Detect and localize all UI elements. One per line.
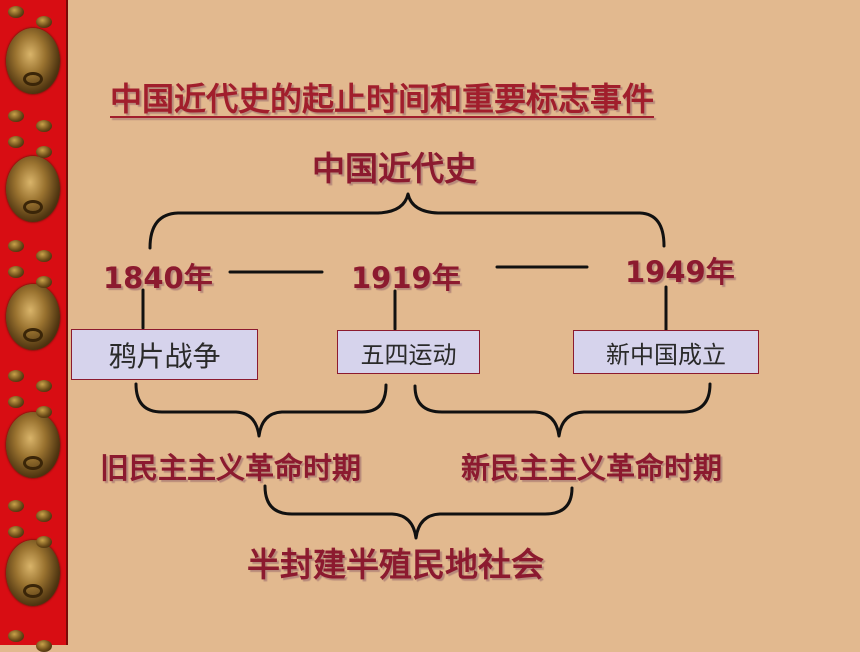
ornament-dot bbox=[8, 526, 24, 538]
lion-head-ornament bbox=[6, 284, 60, 350]
society-label: 半封建半殖民地社会 bbox=[247, 545, 544, 584]
ornament-dot bbox=[36, 250, 52, 262]
lion-head-ornament bbox=[6, 156, 60, 222]
ornament-dot bbox=[36, 146, 52, 158]
lion-head-ornament bbox=[6, 540, 60, 606]
top-brace bbox=[148, 192, 666, 250]
ornament-dot bbox=[36, 120, 52, 132]
period-new-democratic: 新民主主义革命时期 bbox=[461, 451, 723, 485]
slide-title: 中国近代史的起止时间和重要标志事件 bbox=[110, 80, 655, 118]
ornament-dot bbox=[36, 510, 52, 522]
period-old-democratic: 旧民主主义革命时期 bbox=[100, 451, 362, 485]
ornament-dot bbox=[8, 396, 24, 408]
label-modern-history: 中国近代史 bbox=[312, 149, 477, 188]
brace-society bbox=[263, 484, 574, 540]
ornament-dot bbox=[36, 406, 52, 418]
year-1949: 1949年 bbox=[625, 255, 735, 289]
brace-new-democratic bbox=[413, 382, 712, 438]
ornament-dot bbox=[36, 380, 52, 392]
ornament-dot bbox=[8, 240, 24, 252]
event-opium-war: 鸦片战争 bbox=[71, 329, 258, 380]
year-1840: 1840年 bbox=[103, 261, 213, 295]
event-new-china: 新中国成立 bbox=[573, 330, 759, 374]
year-1919: 1919年 bbox=[351, 261, 461, 295]
event-may-fourth: 五四运动 bbox=[337, 330, 480, 374]
ornament-dot bbox=[36, 276, 52, 288]
ornament-dot bbox=[8, 266, 24, 278]
ornament-dot bbox=[8, 500, 24, 512]
ornament-dot bbox=[8, 370, 24, 382]
ornament-dot bbox=[8, 110, 24, 122]
ornament-dot bbox=[36, 536, 52, 548]
lion-head-ornament bbox=[6, 28, 60, 94]
lion-head-ornament bbox=[6, 412, 60, 478]
ornament-dot bbox=[8, 6, 24, 18]
ornament-dot bbox=[36, 16, 52, 28]
ornament-dot bbox=[8, 136, 24, 148]
decorative-side-strip bbox=[0, 0, 68, 652]
ornament-dot bbox=[8, 630, 24, 642]
brace-old-democratic bbox=[134, 382, 388, 438]
